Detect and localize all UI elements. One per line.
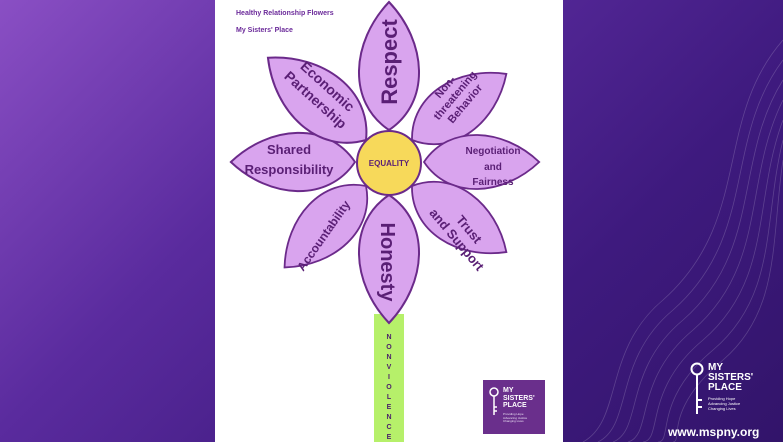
petal-negotiation-label: Negotiation and Fairness (466, 146, 521, 188)
slide-card: Healthy Relationship Flowers My Sisters'… (215, 0, 563, 442)
logo-sub: Advancing Justice (708, 401, 741, 406)
slide-org: My Sisters' Place (236, 27, 293, 34)
stem-letter: N (386, 354, 392, 361)
flower-center (356, 130, 422, 196)
logo-line: SISTERS' (708, 372, 754, 383)
label-line: Responsibility (245, 162, 335, 177)
corner-logo: MY SISTERS' PLACE Providing Hope Advanci… (686, 360, 776, 420)
badge-sub: Providing Hope (503, 412, 524, 416)
badge-logo: MY SISTERS' PLACE Providing Hope Advanci… (483, 380, 545, 434)
logo-line: MY (708, 362, 723, 373)
stem-letter: C (386, 424, 392, 431)
logo-sub: Changing Lives (708, 406, 736, 411)
logo-title: MY SISTERS' PLACE (708, 363, 753, 393)
stem-letter: E (386, 434, 392, 441)
label-line: Negotiation (466, 146, 521, 157)
badge-line: PLACE (503, 402, 527, 409)
label-line: and (484, 162, 502, 173)
label-line: Shared (267, 142, 311, 157)
badge-sub: Changing Lives (503, 419, 524, 423)
petal-respect-label: Respect (377, 19, 402, 105)
badge-title: MY SISTERS' PLACE (503, 387, 535, 410)
logo-sub: Providing Hope (708, 396, 736, 401)
stem-letter: O (386, 344, 392, 351)
logo-line: PLACE (708, 382, 742, 393)
stem-letter: O (386, 384, 392, 391)
stem-letter: N (386, 334, 392, 341)
slide-title: Healthy Relationship Flowers (236, 10, 334, 17)
center-label: EQUALITY (369, 159, 410, 168)
petal-shared-label: Shared Responsibility (245, 142, 335, 177)
stem-letter: V (386, 364, 392, 371)
badge-line: SISTERS' (503, 394, 535, 402)
badge-tagline: Providing Hope Advancing Justice Changin… (503, 412, 528, 424)
decorative-wave-lines (582, 39, 783, 442)
website-url[interactable]: www.mspny.org (668, 425, 760, 439)
badge-sub: Advancing Justice (503, 415, 528, 420)
petal-honesty-label: Honesty (376, 223, 398, 303)
stem-letter: E (386, 404, 392, 411)
label-line: Fairness (472, 177, 514, 188)
stem: N O N V I O L E N C E (374, 314, 404, 442)
badge-line: MY (503, 387, 514, 394)
stem-letter: L (386, 394, 392, 401)
flower: EQUALITY Respect Non- threatening Behavi… (229, 1, 541, 324)
logo-tagline: Providing Hope Advancing Justice Changin… (708, 396, 740, 411)
key-icon (690, 362, 704, 414)
stem-letter: N (386, 414, 392, 421)
stem-letter: I (388, 374, 390, 381)
key-icon (489, 387, 499, 415)
